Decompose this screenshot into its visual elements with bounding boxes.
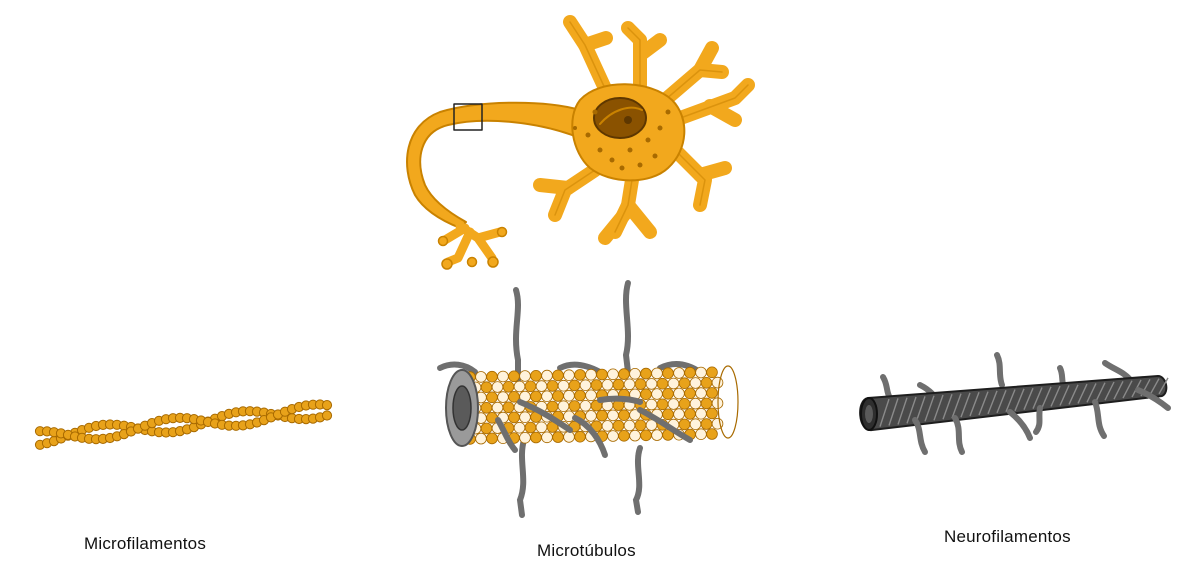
neuron-cell-icon: [407, 22, 748, 269]
microtubule-cylinder-icon: [440, 283, 738, 515]
actin-double-helix-icon: [35, 400, 331, 450]
neurofilaments-label: Neurofilamentos: [944, 527, 1071, 547]
neurofilament-rod-icon: [860, 355, 1168, 452]
microtubules-label: Microtúbulos: [537, 541, 636, 561]
microfilaments-label: Microfilamentos: [84, 534, 206, 554]
